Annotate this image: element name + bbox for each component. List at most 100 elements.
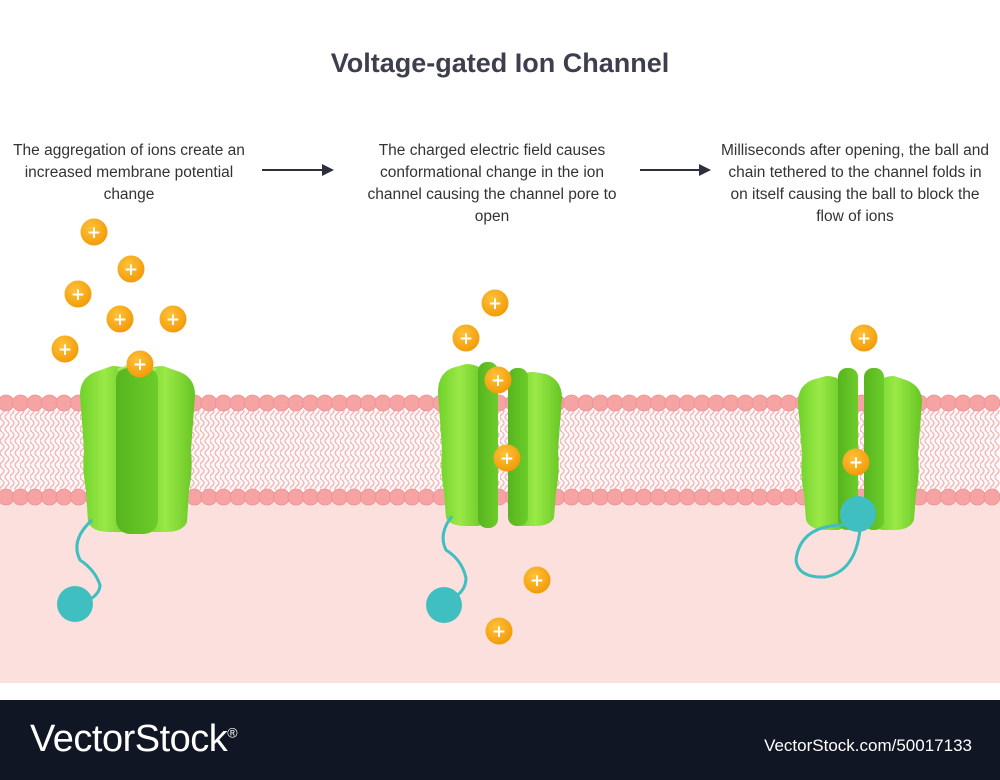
- inactivation-ball: [840, 496, 876, 532]
- lipid-head: [766, 394, 783, 412]
- lipid-head: [780, 394, 798, 412]
- lipid-head: [664, 394, 682, 412]
- lipid-head: [403, 394, 421, 412]
- lipid-head: [563, 394, 580, 412]
- lipid-head: [374, 394, 392, 412]
- lipid-head: [215, 488, 232, 506]
- lipid-head: [389, 394, 406, 412]
- ion-channel-inactivated: [798, 368, 922, 530]
- ion-channel-open: [438, 362, 562, 528]
- svg-text:+: +: [500, 449, 514, 469]
- lipid-head: [360, 488, 377, 506]
- lipid-head: [621, 394, 638, 412]
- lipid-head: [0, 394, 15, 412]
- lipid-head: [41, 488, 58, 506]
- lipid-head: [200, 394, 218, 412]
- lipid-head: [273, 394, 290, 412]
- positive-ion: +: [126, 350, 154, 378]
- step-2-caption: The charged electric field causes confor…: [367, 142, 617, 225]
- svg-text:+: +: [166, 310, 180, 330]
- lipid-head: [215, 394, 232, 412]
- lipid-head: [969, 394, 986, 412]
- positive-ion: +: [484, 366, 512, 394]
- lipid-head: [41, 394, 58, 412]
- svg-text:+: +: [849, 453, 863, 473]
- watermark-url: VectorStock.com/50017133: [764, 736, 972, 755]
- svg-text:+: +: [530, 571, 544, 591]
- positive-ion: +: [51, 335, 79, 363]
- lipid-head: [650, 488, 667, 506]
- inactivation-ball: [426, 587, 462, 623]
- svg-text:+: +: [488, 294, 502, 314]
- positive-ion: +: [485, 617, 513, 645]
- lipid-head: [258, 488, 276, 506]
- lipid-head: [780, 488, 798, 506]
- positive-ion: +: [64, 280, 92, 308]
- diagram-title: Voltage-gated Ion Channel: [330, 48, 670, 78]
- lipid-head: [316, 394, 334, 412]
- lipid-head: [635, 394, 653, 412]
- svg-text:+: +: [459, 329, 473, 349]
- lipid-head: [200, 488, 218, 506]
- lipid-head: [751, 488, 769, 506]
- lipid-head: [940, 394, 957, 412]
- arrow-icon: [640, 164, 711, 176]
- lipid-head: [606, 488, 624, 506]
- svg-text:+: +: [87, 223, 101, 243]
- chain: [441, 515, 468, 602]
- lipid-head: [229, 488, 247, 506]
- svg-text:+: +: [491, 371, 505, 391]
- lipid-head: [302, 488, 319, 506]
- lipid-head: [12, 394, 29, 412]
- lipid-head: [679, 488, 696, 506]
- lipid-head: [679, 394, 696, 412]
- lipid-head: [12, 488, 29, 506]
- lipid-head: [983, 488, 1000, 506]
- lipid-head: [954, 488, 972, 506]
- lipid-head: [751, 394, 769, 412]
- watermark-brand: VectorStock®: [30, 718, 238, 760]
- lipid-head: [969, 488, 986, 506]
- lipid-head: [26, 394, 44, 412]
- arrow-icon: [262, 164, 334, 176]
- lipid-head: [273, 488, 290, 506]
- lipid-head: [708, 488, 725, 506]
- chain: [75, 518, 102, 604]
- svg-text:+: +: [492, 622, 506, 642]
- lipid-head: [374, 488, 392, 506]
- step-3-caption: Milliseconds after opening, the ball and…: [721, 142, 989, 225]
- lipid-head: [316, 488, 334, 506]
- positive-ion: +: [80, 218, 108, 246]
- footer-bar: VectorStock® VectorStock.com/50017133: [0, 700, 1000, 780]
- lipid-head: [70, 488, 87, 506]
- lipid-head: [940, 488, 957, 506]
- svg-text:+: +: [113, 310, 127, 330]
- lipid-head: [693, 394, 711, 412]
- lipid-head: [418, 394, 435, 412]
- positive-ion: +: [523, 566, 551, 594]
- lipid-head: [0, 488, 15, 506]
- lipid-head: [766, 488, 783, 506]
- lipid-head: [302, 394, 319, 412]
- lipid-head: [55, 488, 73, 506]
- lipid-head: [708, 394, 725, 412]
- svg-text:+: +: [71, 285, 85, 305]
- lipid-head: [925, 488, 943, 506]
- lipid-head: [737, 394, 754, 412]
- lipid-head: [418, 488, 435, 506]
- lipid-head: [258, 394, 276, 412]
- lipid-head: [722, 488, 740, 506]
- lipid-head: [26, 488, 44, 506]
- svg-text:+: +: [58, 340, 72, 360]
- ion-channel-closed: [80, 363, 195, 534]
- lipid-head: [563, 488, 580, 506]
- lipid-head: [983, 394, 1000, 412]
- lipid-head: [389, 488, 406, 506]
- lipid-head: [345, 394, 363, 412]
- lipid-head: [244, 394, 261, 412]
- positive-ion: +: [106, 305, 134, 333]
- lipid-head: [229, 394, 247, 412]
- lipid-head: [287, 488, 305, 506]
- lipid-head: [345, 488, 363, 506]
- lipid-head: [954, 394, 972, 412]
